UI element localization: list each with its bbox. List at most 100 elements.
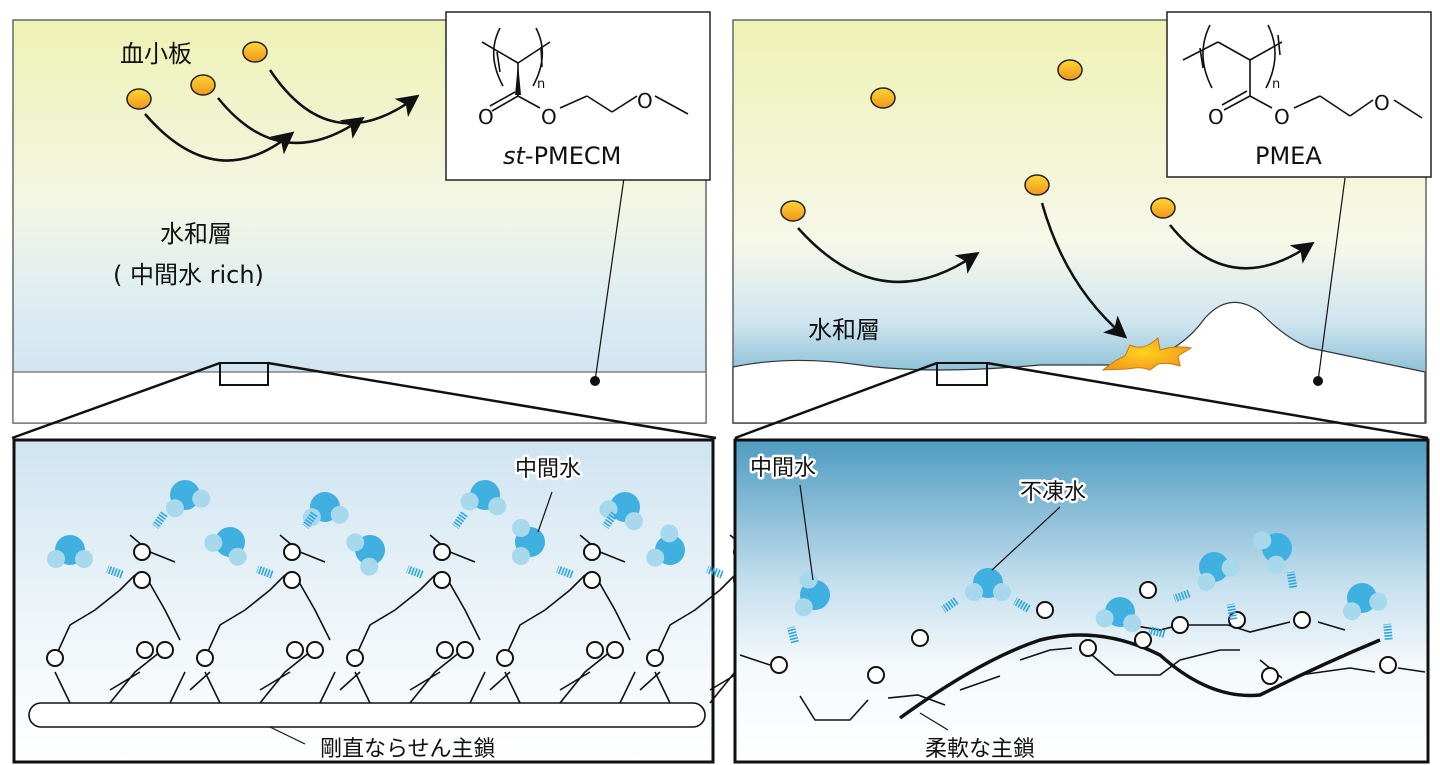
- water-hydrogen: [228, 547, 247, 566]
- oxygen-atom: [133, 571, 151, 589]
- platelet: [1057, 59, 1083, 81]
- oxygen-atom: [306, 641, 324, 659]
- adhesion-arrow: [1040, 202, 1128, 339]
- water-hydrogen: [47, 550, 65, 568]
- water-hydrogen: [488, 497, 507, 516]
- hydrogen-bond: [602, 511, 618, 529]
- bond: [354, 651, 486, 704]
- polymer-suffix: -PMECM: [525, 142, 621, 170]
- oxygen-atom: [646, 649, 664, 667]
- oxygen-atom: [283, 543, 301, 561]
- bond: [54, 574, 136, 659]
- water-hydrogen: [330, 505, 349, 524]
- water-hydrogen: [794, 598, 813, 617]
- oxygen-atom: [346, 649, 364, 667]
- polymer-name-left: st-PMECM: [503, 142, 621, 170]
- atom-label: O: [1208, 105, 1224, 129]
- oxygen-atom: [136, 641, 154, 659]
- water-molecule: [599, 492, 643, 531]
- platelet: [190, 74, 216, 96]
- rigid-helix-backbone: [28, 702, 706, 728]
- surface-pointer-dot: [1313, 376, 1323, 386]
- hydrogen-bond: [556, 565, 574, 579]
- hydrogen-bond: [1173, 589, 1191, 603]
- repel-arrow: [268, 69, 420, 125]
- structure-frame: [1166, 11, 1432, 178]
- water-molecule: [646, 524, 685, 567]
- pmea-oxygen-atoms: [770, 581, 1397, 685]
- platelet-trajectories-left: [144, 69, 420, 162]
- bond: [654, 574, 736, 659]
- oxygen-atom: [133, 543, 151, 561]
- water-hydrogen: [1369, 592, 1388, 611]
- water-hydrogen: [965, 583, 983, 601]
- structure-box-st-pmecm: O O O n st-PMECM: [445, 11, 711, 181]
- panel-detail-left: 剛直ならせん主鎖 中間水: [12, 438, 811, 764]
- oxygen-atom: [583, 571, 601, 589]
- water-molecule: [1342, 583, 1388, 621]
- leader-line: [537, 491, 553, 533]
- platelet: [870, 87, 896, 109]
- water-hydrogen: [512, 519, 530, 537]
- flexible-backbone-label: 柔軟な主鎖: [925, 737, 1035, 762]
- water-hydrogen: [660, 524, 679, 543]
- flexible-main-chain: [898, 633, 1381, 720]
- oxygen-atom: [456, 641, 474, 659]
- water-molecule: [460, 480, 507, 516]
- leader-line: [594, 177, 625, 382]
- atom-label: O: [478, 105, 494, 129]
- zoom-region-box: [936, 362, 988, 386]
- water-molecule: [204, 527, 247, 566]
- hydrogen-bond: [1148, 626, 1166, 638]
- oxygen-atom: [286, 641, 304, 659]
- water-hydrogen: [624, 512, 643, 531]
- atom-label: O: [637, 89, 653, 113]
- platelet-label: 血小板: [120, 40, 192, 68]
- water-hydrogen: [1095, 609, 1114, 628]
- water-molecule: [1197, 552, 1240, 591]
- oxygen-atom: [496, 649, 514, 667]
- hydration-sublabel-left: ( 中間水 rich): [113, 261, 264, 289]
- oxygen-atom: [1134, 631, 1152, 649]
- atom-label: O: [1274, 105, 1290, 129]
- oxygen-atom: [586, 641, 604, 659]
- oxygen-atom: [770, 656, 788, 674]
- hydrogen-bond: [1286, 571, 1298, 589]
- bond: [204, 651, 336, 704]
- hydrogen-bond: [941, 597, 959, 613]
- repel-arrow: [797, 227, 980, 284]
- water-molecule: [165, 480, 211, 518]
- structure-box-pmea: O O O n PMEA: [1166, 11, 1432, 178]
- rigid-backbone-label: 剛直ならせん主鎖: [320, 737, 496, 762]
- intermediate-water-label-right: 中間水: [750, 456, 816, 481]
- water-hydrogen: [165, 499, 184, 518]
- water-hydrogen: [1253, 531, 1272, 550]
- platelet: [1024, 174, 1050, 196]
- water-hydrogen: [460, 492, 479, 511]
- hydrogen-bond: [1226, 603, 1238, 621]
- hydration-layer-label-right: 水和層: [808, 316, 880, 344]
- oxygen-atom: [433, 543, 451, 561]
- water-hydrogen: [512, 547, 530, 565]
- platelet: [126, 88, 152, 110]
- hydrogen-bond: [302, 511, 318, 529]
- oxygen-atom: [196, 649, 214, 667]
- hydrogen-bond: [452, 511, 468, 529]
- oxygen-atom: [911, 629, 929, 647]
- water-hydrogen: [993, 583, 1011, 601]
- oxygen-atom: [583, 543, 601, 561]
- polymer-name-right: PMEA: [1255, 142, 1322, 170]
- platelet: [242, 41, 268, 63]
- side-chain-unit: [346, 480, 511, 704]
- bond: [354, 574, 436, 659]
- adhered-platelet: [1101, 337, 1193, 371]
- repel-arrow: [1169, 224, 1315, 270]
- water-hydrogen: [1123, 614, 1142, 633]
- water-hydrogen: [204, 533, 223, 552]
- structure-pmea: [1182, 24, 1423, 119]
- water-hydrogen: [1342, 602, 1361, 621]
- repeat-subscript: n: [537, 77, 545, 92]
- water-molecule: [1253, 531, 1292, 574]
- platelets-left: [126, 41, 268, 110]
